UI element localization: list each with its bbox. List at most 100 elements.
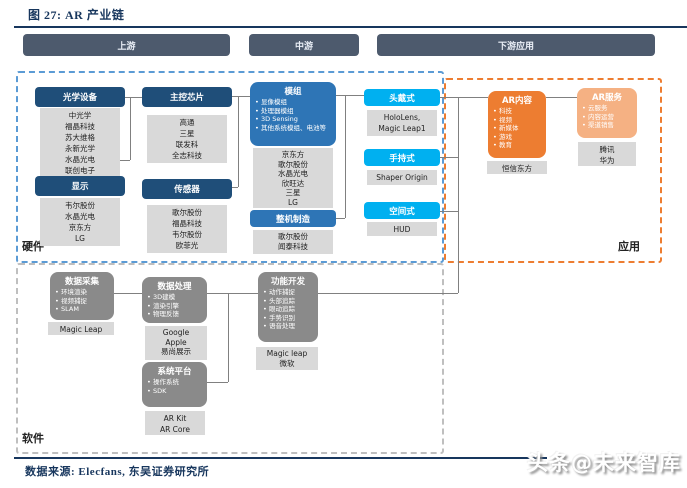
node-data-collection: 数据采集 环境渲染视频捕捉SLAM xyxy=(50,272,114,320)
hardware-frame xyxy=(16,71,444,263)
list-item: Apple xyxy=(165,337,187,347)
software-frame xyxy=(16,263,444,454)
list-item: 视频捕捉 xyxy=(53,297,111,306)
list-item: SLAM xyxy=(53,305,111,314)
handheld-list: Shaper Origin xyxy=(367,170,437,185)
list-item: 高通 xyxy=(179,118,195,127)
list-item: 动作捕捉 xyxy=(261,288,315,297)
function-development-bullets: 动作捕捉头部追踪眼动追踪手势识别语音处理 xyxy=(261,288,315,331)
list-item: 语音处理 xyxy=(261,322,315,331)
data-collection-title: 数据采集 xyxy=(64,277,99,287)
list-item: 水晶光电 xyxy=(65,212,95,221)
stage-upstream: 上游 xyxy=(23,34,230,56)
connector-line xyxy=(336,218,345,219)
connector-line xyxy=(345,95,346,218)
data-collection-bullets: 环境渲染视频捕捉SLAM xyxy=(53,288,111,314)
sensor-company-list: 歌尔股份福晶科技韦尔股份欧菲光 xyxy=(147,205,227,253)
list-item: 3D Sensing xyxy=(253,115,333,124)
list-item: 水晶光电 xyxy=(65,155,95,164)
chip-company-list: 高通三星联发科全志科技 xyxy=(147,115,227,163)
connector-line xyxy=(228,293,229,382)
application-label: 应用 xyxy=(618,241,640,253)
connector-line xyxy=(546,97,577,98)
system-platform-title: 系统平台 xyxy=(157,367,192,377)
optics-company-list: 中光学福晶科技苏大维格永新光学水晶光电联创电子 xyxy=(40,108,120,178)
stage-midstream: 中游 xyxy=(249,34,359,56)
list-item: HoloLens, xyxy=(383,113,421,122)
assembly-company-list: 歌尔股份闻泰科技 xyxy=(253,230,333,254)
list-item: Magic leap xyxy=(266,349,308,358)
footer-rule xyxy=(14,457,547,459)
connector-line xyxy=(120,160,130,161)
list-item: 歌尔股份 xyxy=(278,159,308,169)
node-ar-service: AR服务 云服务内容运营渠道销售 xyxy=(577,88,637,138)
list-item: 视频 xyxy=(491,116,543,125)
software-label: 软件 xyxy=(22,433,44,445)
list-item: 韦尔股份 xyxy=(172,230,202,239)
connector-line xyxy=(232,187,238,188)
spatial-list: HUD xyxy=(367,222,437,236)
list-item: 物理反馈 xyxy=(145,310,204,319)
list-item: 歌尔股份 xyxy=(278,232,308,241)
node-spatial: 空间式 xyxy=(364,202,440,219)
connector-line xyxy=(336,95,364,96)
function-development-title: 功能开发 xyxy=(270,277,305,287)
list-item: 水晶光电 xyxy=(278,169,308,178)
list-item: Magic Leap xyxy=(59,325,103,334)
list-item: 新媒体 xyxy=(491,124,543,133)
list-item: 渲染引擎 xyxy=(145,302,204,311)
figure-title: 图 27: AR 产业链 xyxy=(28,8,125,22)
node-system-platform: 系统平台 操作系统SDK xyxy=(142,362,207,407)
application-frame xyxy=(444,78,662,263)
stage-downstream: 下游应用 xyxy=(377,34,655,56)
list-item: 欧菲光 xyxy=(175,241,199,250)
list-item: 华为 xyxy=(599,156,615,165)
list-item: 永新光学 xyxy=(65,144,95,153)
list-item: 显像模组 xyxy=(253,98,333,107)
list-item: 处理器模组 xyxy=(253,107,333,116)
list-item: Google xyxy=(162,328,190,337)
list-item: 闻泰科技 xyxy=(278,241,308,251)
list-item: 科技 xyxy=(491,107,543,116)
list-item: 三星 xyxy=(285,188,301,197)
connector-line xyxy=(125,97,142,98)
system-platform-bullets: 操作系统SDK xyxy=(145,378,204,395)
node-ar-content: AR内容 科技视频新媒体游戏教育 xyxy=(488,91,546,158)
node-display: 显示 xyxy=(35,176,125,196)
ar-service-company-list: 腾讯华为 xyxy=(578,142,636,166)
title-rule xyxy=(14,26,687,28)
list-item: 恒信东方 xyxy=(502,164,532,173)
connector-line xyxy=(207,293,258,294)
list-item: 渠道销售 xyxy=(580,121,634,130)
list-item: 内容运营 xyxy=(580,113,634,122)
connector-line xyxy=(440,211,458,212)
node-module: 模组 显像模组处理器模组3D Sensing其他系统模组、电池等 xyxy=(250,82,336,146)
node-sensor: 传感器 xyxy=(142,179,232,199)
data-processing-title: 数据处理 xyxy=(157,282,192,292)
ar-content-title: AR内容 xyxy=(501,96,533,106)
data-source: 数据来源: Elecfans, 东吴证券研究所 xyxy=(25,466,210,478)
ar-content-company-list: 恒信东方 xyxy=(487,161,547,174)
ar-service-bullets: 云服务内容运营渠道销售 xyxy=(580,104,634,130)
list-item: 福晶科技 xyxy=(172,219,202,228)
list-item: 福晶科技 xyxy=(65,122,95,131)
connector-line xyxy=(232,96,250,97)
connector-line xyxy=(458,97,459,293)
node-function-development: 功能开发 动作捕捉头部追踪眼动追踪手势识别语音处理 xyxy=(258,272,318,342)
list-item: 眼动追踪 xyxy=(261,305,315,314)
list-item: 教育 xyxy=(491,141,543,150)
list-item: 京东方 xyxy=(68,223,92,232)
list-item: 联发科 xyxy=(175,140,199,149)
module-bullets: 显像模组处理器模组3D Sensing其他系统模组、电池等 xyxy=(253,98,333,132)
node-optics: 光学设备 xyxy=(35,87,125,107)
node-chip: 主控芯片 xyxy=(142,87,232,107)
module-title: 模组 xyxy=(284,87,302,97)
list-item: AR Kit xyxy=(163,414,187,423)
list-item: 云服务 xyxy=(580,104,634,113)
node-head-mounted: 头戴式 xyxy=(364,89,440,106)
list-item: Magic Leap1 xyxy=(378,124,426,133)
